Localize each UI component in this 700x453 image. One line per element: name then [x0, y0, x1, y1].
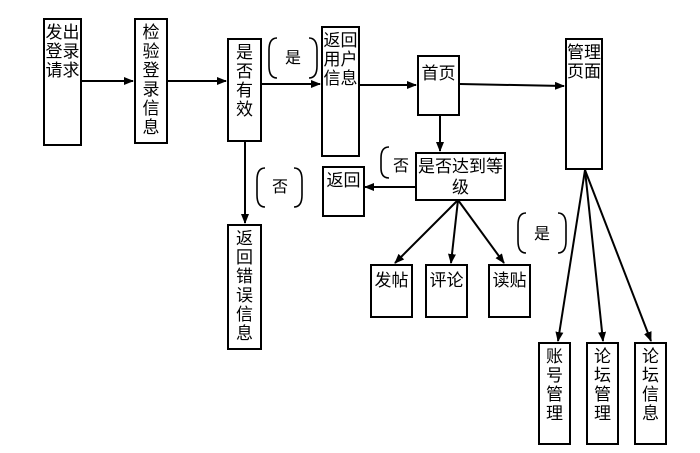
arrow-home-to-admin	[459, 81, 565, 90]
node-account-mgmt: 账号管理	[538, 342, 571, 445]
node-valid: 是否有效	[227, 38, 262, 142]
node-admin: 管理页面	[565, 38, 603, 170]
node-send-login: 发出登录请求	[43, 18, 82, 146]
node-level-check: 是否达到等级	[415, 152, 506, 201]
label-no-valid: 否	[271, 177, 288, 196]
bracket-yes-valid-right	[308, 37, 318, 79]
arrow-admin-to-account	[555, 169, 586, 342]
node-forum-info: 论坛信息	[634, 342, 667, 445]
node-return-user: 返回用户信息	[321, 26, 360, 157]
bracket-yes-level-right	[557, 212, 567, 254]
arrow-admin-to-forum-info	[584, 169, 652, 342]
arrow-level-to-post	[394, 199, 459, 264]
bracket-no-valid-left	[256, 167, 266, 208]
label-no-level: 否	[392, 156, 409, 175]
label-yes-level: 是	[533, 224, 550, 243]
node-read: 读贴	[488, 264, 531, 318]
node-forum-mgmt: 论坛管理	[586, 342, 619, 445]
node-check-login: 检验登录信息	[134, 18, 168, 144]
node-home: 首页	[417, 55, 460, 116]
bracket-no-level-left	[380, 146, 390, 179]
node-return-error: 返回错误信息	[227, 224, 262, 350]
label-yes-valid: 是	[284, 48, 301, 67]
node-comment: 评论	[425, 264, 468, 318]
arrow-admin-to-forum-mgmt	[584, 169, 607, 342]
arrow-level-to-read	[457, 199, 505, 264]
bracket-no-valid-right	[293, 167, 303, 208]
node-back: 返回	[322, 166, 365, 217]
arrow-level-to-comment	[448, 199, 459, 264]
bracket-yes-level-left	[517, 212, 527, 254]
bracket-yes-valid-left	[268, 37, 278, 79]
node-post: 发帖	[370, 264, 413, 318]
